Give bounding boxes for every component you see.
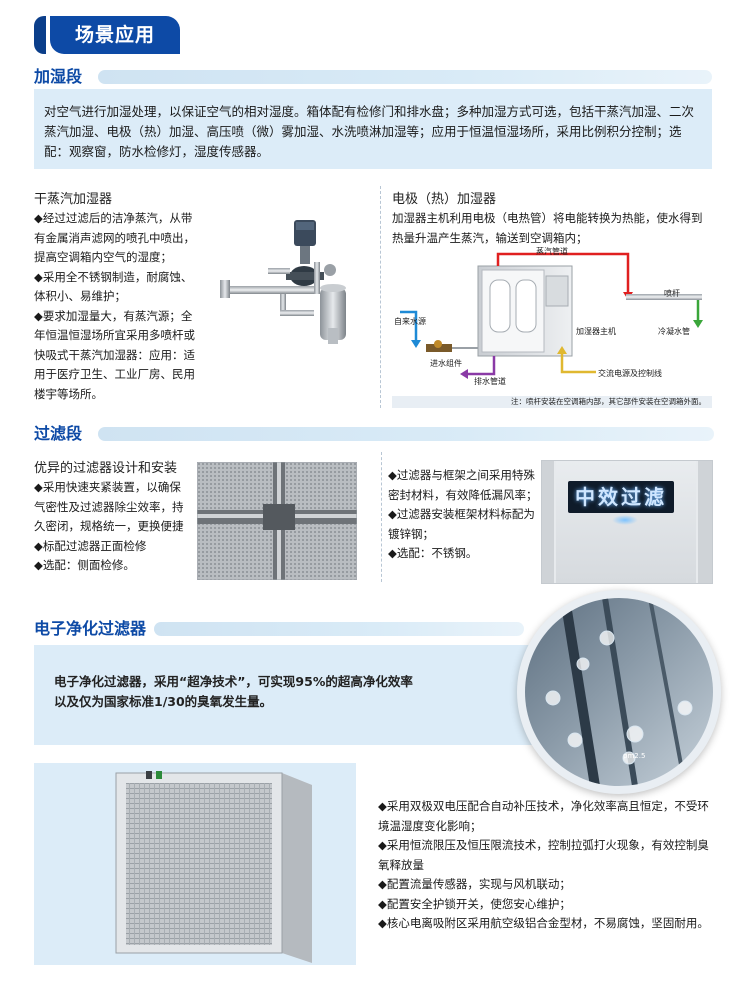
filter-cabinet-image: 中效过滤 xyxy=(541,460,713,584)
label-host: 加湿器主机 xyxy=(576,327,616,336)
humidify-heading: 加湿段 xyxy=(34,67,83,86)
label-tap-water: 自来水源 xyxy=(394,317,426,326)
electronic-intro-line1: 电子净化过滤器，采用“超净技术”，可实现95%的超高净化效率 xyxy=(54,674,413,689)
list-item: ◆要求加湿量大，有蒸汽源；全 xyxy=(34,308,193,323)
heading-stripe xyxy=(98,427,714,441)
electronic-filter-image xyxy=(115,771,312,963)
list-item: 体积小、易维护； xyxy=(34,289,126,303)
pm25-label: pm2.5 xyxy=(623,752,646,760)
list-item: ◆过滤器安装框架材料标配为 xyxy=(388,507,535,521)
electronic-intro-line2: 以及仅为国家标准1/30的臭氧发生量。 xyxy=(54,694,273,709)
list-item: 快吸式干蒸汽加湿器：应用：适 xyxy=(34,347,195,362)
humidify-intro-panel: 对空气进行加湿处理，以保证空气的相对湿度。箱体配有检修门和排水盘；多种加湿方式可… xyxy=(34,89,712,169)
list-item: 用于医疗卫生、工业厂房、民用 xyxy=(34,367,195,381)
list-item: 密封材料，有效降低漏风率； xyxy=(388,487,538,502)
heading-stripe xyxy=(98,70,712,84)
list-item: 年恒温恒湿场所宜采用多喷杆或 xyxy=(34,328,195,342)
purification-detail-circle: pm2.5 xyxy=(517,590,721,794)
title-accent xyxy=(34,16,46,54)
list-item: 氧释放量 xyxy=(378,857,424,872)
filter-title: 优异的过滤器设计和安装 xyxy=(34,461,178,476)
label-power: 交流电源及控制线 xyxy=(598,369,662,378)
list-item: 久密闭，规格统一，更换便捷 xyxy=(34,519,184,533)
list-item: 有金属消声滤网的喷孔中喷出， xyxy=(34,230,195,245)
filter-sign-text: 中效过滤 xyxy=(575,485,667,509)
list-item: ◆配置流量传感器，实现与风机联动； xyxy=(378,877,571,891)
list-item: ◆标配过滤器正面检修 xyxy=(34,538,147,553)
filter-list: ◆采用快速夹紧装置，以确保 气密性及过滤器除尘效率，持 久密闭，规格统一，更换便… xyxy=(34,478,194,576)
filter-heading: 过滤段 xyxy=(34,424,83,443)
heading-stripe xyxy=(154,622,524,636)
list-item: ◆选配：侧面检修。 xyxy=(34,558,135,572)
humidify-heading-bar: 加湿段 xyxy=(34,67,712,88)
page-title: 场景应用 xyxy=(50,16,180,54)
dry-steam-title: 干蒸汽加湿器 xyxy=(34,192,113,207)
electrode-humidifier-diagram: 蒸汽管道 喷杆 自来水源 加湿器主机 冷凝水管 进水组件 交流电源及控制线 排水… xyxy=(386,247,712,398)
electronic-feature-list: ◆采用双极双电压配合自动补压技术，净化效率高且恒定，不受环 境温湿度变化影响； … xyxy=(378,797,714,934)
list-item: ◆采用快速夹紧装置，以确保 xyxy=(34,480,181,494)
dry-steam-humidifier-image xyxy=(208,210,358,350)
page-title-tab: 场景应用 xyxy=(34,16,180,54)
filter-mesh-image xyxy=(196,461,358,581)
humidify-intro-text: 对空气进行加湿处理，以保证空气的相对湿度。箱体配有检修门和排水盘；多种加湿方式可… xyxy=(44,104,695,159)
label-inlet: 进水组件 xyxy=(430,359,462,368)
list-item: ◆配置安全护锁开关，使您安心维护； xyxy=(378,896,571,911)
list-item: ◆采用全不锈钢制造，耐腐蚀、 xyxy=(34,269,193,284)
list-item: ◆经过过滤后的洁净蒸汽，从带 xyxy=(34,211,193,225)
filter-right-list: ◆过滤器与框架之间采用特殊 密封材料，有效降低漏风率； ◆过滤器安装框架材料标配… xyxy=(388,466,538,564)
label-spray-rod: 喷杆 xyxy=(664,289,680,298)
list-item: ◆核心电离吸附区采用航空级铝合金型材，不易腐蚀，坚固耐用。 xyxy=(378,916,709,930)
list-item: 镀锌钢； xyxy=(388,526,434,541)
label-steam-pipe: 蒸汽管道 xyxy=(536,247,568,256)
label-condensate: 冷凝水管 xyxy=(658,327,690,336)
electronic-filter-image-panel xyxy=(34,763,356,965)
list-item: 气密性及过滤器除尘效率，持 xyxy=(34,499,184,514)
list-item: ◆采用双极双电压配合自动补压技术，净化效率高且恒定，不受环 xyxy=(378,799,709,813)
list-item: 境温湿度变化影响； xyxy=(378,818,482,833)
list-item: 提高空调箱内空气的湿度； xyxy=(34,250,172,264)
list-item: 楼宇等场所。 xyxy=(34,386,103,401)
list-item: ◆选配：不锈钢。 xyxy=(388,546,478,560)
electronic-heading-bar: 电子净化过滤器 xyxy=(34,619,524,640)
filter-heading-bar: 过滤段 xyxy=(34,424,714,445)
diagram-note: 注：喷杆安装在空调箱内部，其它部件安装在空调箱外面。 xyxy=(392,396,712,408)
list-item: ◆采用恒流限压及恒压限流技术，控制拉弧打火现象，有效控制臭 xyxy=(378,838,709,852)
dry-steam-list: ◆经过过滤后的洁净蒸汽，从带 有金属消声滤网的喷孔中喷出， 提高空调箱内空气的湿… xyxy=(34,209,204,404)
list-item: ◆过滤器与框架之间采用特殊 xyxy=(388,468,535,482)
electrode-title: 电极（热）加湿器 xyxy=(392,192,497,207)
electronic-heading: 电子净化过滤器 xyxy=(34,619,147,638)
electronic-intro-panel: 电子净化过滤器，采用“超净技术”，可实现95%的超高净化效率 以及仅为国家标准1… xyxy=(34,645,554,745)
column-divider xyxy=(381,452,382,582)
column-divider xyxy=(380,186,381,408)
electrode-desc: 加湿器主机利用电极（电热管）将电能转换为热能，使水得到热量升温产生蒸汽，输送到空… xyxy=(392,211,703,245)
label-drain: 排水管道 xyxy=(474,377,506,386)
